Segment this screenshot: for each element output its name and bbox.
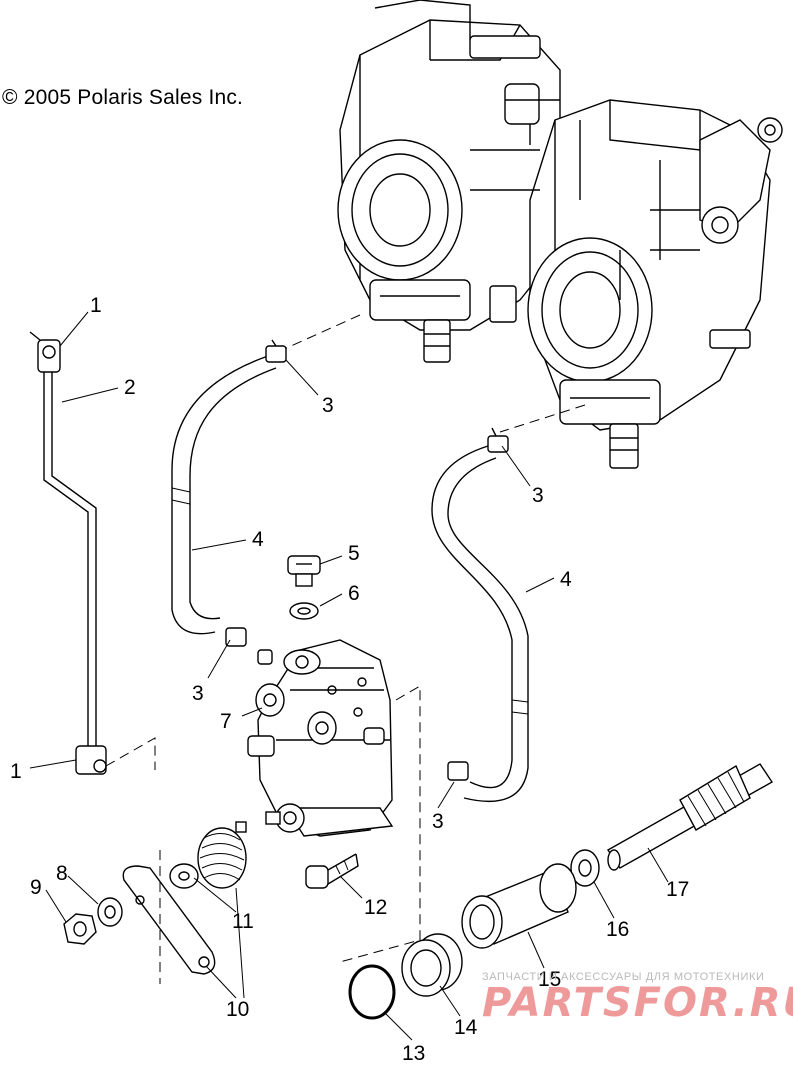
callout-3-pump-right: 3 [432, 810, 444, 833]
bracket-part-10 [122, 865, 216, 975]
callout-3-upper-left: 3 [322, 394, 334, 417]
copyright-notice: © 2005 Polaris Sales Inc. [2, 86, 244, 109]
callout-7: 7 [220, 710, 232, 733]
thrust-washer-part-16 [570, 849, 600, 887]
callout-10: 10 [226, 998, 249, 1021]
clip-part-1-upper [29, 331, 61, 373]
fuel-hose-left-part-4 [171, 355, 277, 635]
sleeve-part-15 [461, 863, 577, 949]
callout-3-upper-right: 3 [532, 484, 544, 507]
hose-clamp-part-3-b [487, 427, 509, 453]
leader-lines [29, 311, 669, 1041]
washer-part-8 [97, 897, 123, 927]
callout-12: 12 [364, 896, 387, 919]
fuel-hose-right-part-4 [431, 445, 529, 802]
callout-3-pump-left: 3 [192, 682, 204, 705]
callout-9: 9 [30, 876, 42, 899]
bearing-part-14 [401, 933, 463, 997]
watermark-brand: PARTSFOR.RU [482, 980, 793, 1026]
callout-4-right: 4 [560, 568, 572, 591]
callout-11: 11 [232, 910, 254, 933]
sealing-washer-part-6 [289, 602, 319, 620]
hose-clamp-part-3-d [447, 761, 469, 781]
mounting-bolt-part-12 [305, 853, 359, 889]
vent-line-part-2 [43, 370, 97, 748]
fuel-pump-part-7 [247, 639, 394, 837]
o-ring-part-13 [348, 964, 396, 1020]
hose-clamp-part-3-c [225, 627, 247, 647]
callout-6: 6 [348, 582, 360, 605]
washer-part-11 [169, 863, 199, 889]
callout-5: 5 [348, 542, 360, 565]
callout-1-lower: 1 [10, 760, 22, 783]
callout-numbers: 1 2 3 3 4 5 6 3 4 7 1 3 12 17 9 8 11 16 … [10, 294, 689, 1065]
spring-part-11 [197, 821, 247, 889]
watermark-caption: ЗАПЧАСТИ И АКСЕССУАРЫ ДЛЯ МОТОТЕХНИКИ [482, 971, 765, 983]
callout-17: 17 [666, 878, 689, 901]
banjo-bolt-part-5 [287, 555, 321, 587]
hose-clamp-part-3-a [265, 339, 287, 363]
callout-1-upper: 1 [90, 294, 102, 317]
callout-4-left: 4 [252, 528, 264, 551]
callout-8: 8 [56, 862, 68, 885]
nut-part-9 [63, 913, 97, 945]
clip-part-1-lower [75, 745, 107, 775]
callout-15: 15 [538, 968, 561, 991]
callout-14: 14 [454, 1016, 478, 1039]
drive-shaft-part-17 [606, 763, 774, 871]
callout-2: 2 [124, 376, 136, 399]
callout-13: 13 [402, 1042, 425, 1065]
carburetor-assembly [337, 0, 783, 469]
callout-16: 16 [606, 918, 629, 941]
